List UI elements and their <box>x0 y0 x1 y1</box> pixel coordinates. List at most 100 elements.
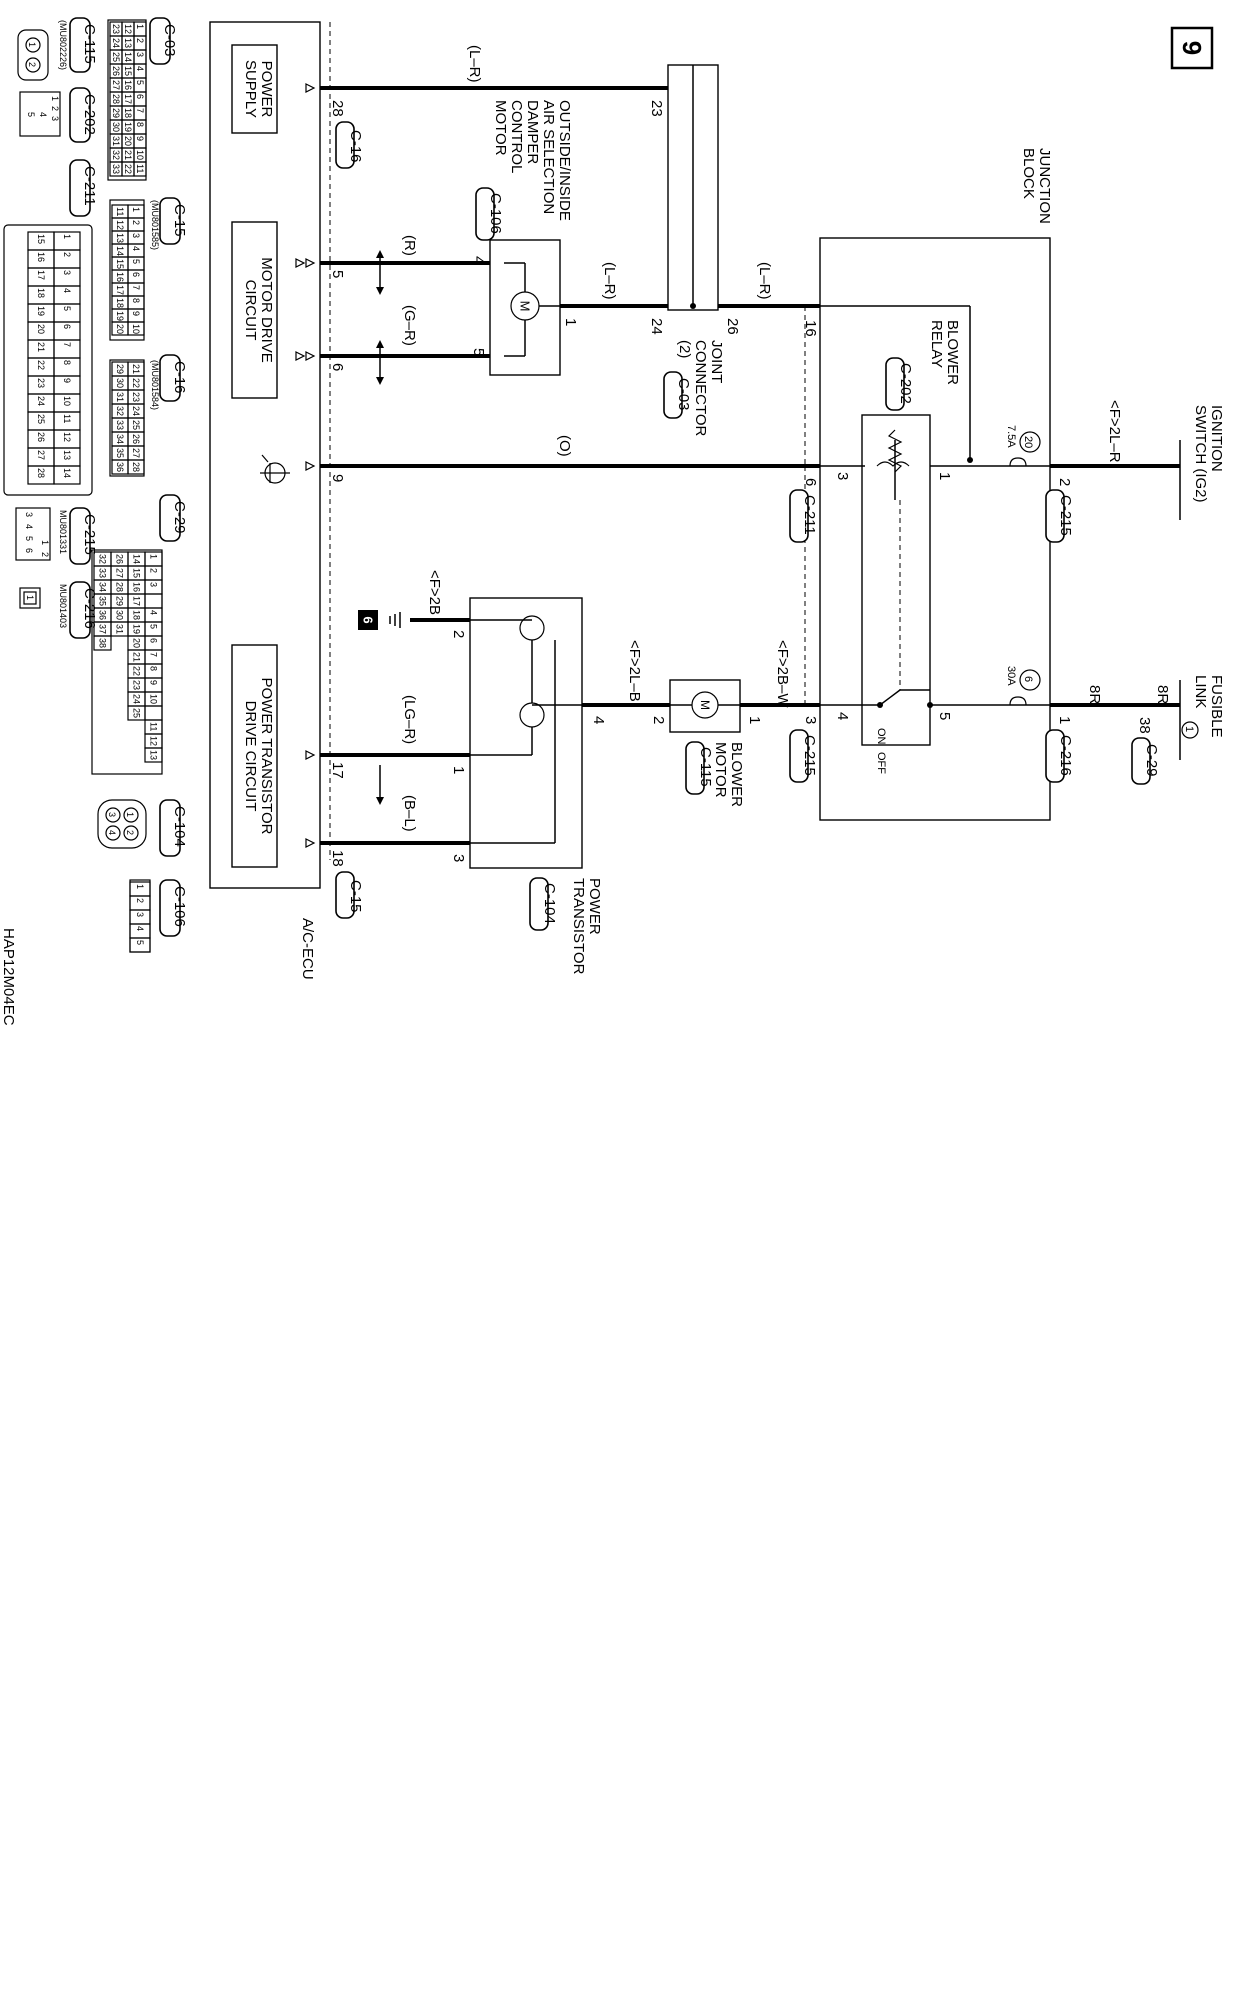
pin-number: 35 <box>115 448 125 458</box>
pin-number: 34 <box>98 582 108 592</box>
pin-number: 15 <box>115 259 125 269</box>
wire-label-l-r-jb: (L–R) <box>756 262 773 300</box>
wire-label-l-r-top: (L–R) <box>466 45 483 83</box>
wire-label-g-r: (G–R) <box>401 305 418 346</box>
cv-c15-tag: C-15 <box>171 204 188 237</box>
pin-17: 17 <box>329 762 346 779</box>
pin-number: 5 <box>135 940 145 945</box>
pin-number: 8 <box>62 360 72 365</box>
pin-number: 3 <box>149 582 159 587</box>
wire-label-f2b-w: <F>2B–W <box>774 640 791 708</box>
fuse-20-amp: 7.5A <box>1005 425 1017 448</box>
relay-pin-1: 1 <box>936 472 953 480</box>
pin-number: 1 <box>62 234 72 239</box>
cv-c104-1: 1 <box>125 812 135 817</box>
cv-c29-tag: C-29 <box>171 501 188 534</box>
jb-label-2: BLOCK <box>1020 148 1037 199</box>
motor-drive-box <box>231 221 278 399</box>
ig-switch-label-1: IGNITION <box>1208 405 1225 472</box>
wire-labels: (L–R) (R) (G–R) (L–R) (L–R) (O) <F>2L–R … <box>401 45 1171 832</box>
cv-c202-tag: C-202 <box>81 94 98 135</box>
ground-symbol: 6 <box>358 610 401 630</box>
power-transistor: 4 2 1 3 POWER TRANSISTOR C-104 <box>450 597 607 975</box>
pin-number: 9 <box>62 378 72 383</box>
pin-number: 11 <box>149 722 159 731</box>
jb-pin-1: 1 <box>1056 716 1073 724</box>
wire-label-f2l-r: <F>2L–R <box>1106 400 1123 463</box>
pin-cell <box>144 705 163 721</box>
joint-pin-26: 26 <box>724 318 741 335</box>
ecu-pins: 28 C-16 5 6 9 17 18 C-15 <box>329 100 364 919</box>
cv-c216-pn: MU801403 <box>58 584 68 628</box>
pin-number: 16 <box>123 80 133 90</box>
tag-c29 <box>1131 737 1151 785</box>
pt-label-1: POWER <box>586 878 603 935</box>
pin-number: 10 <box>135 150 145 160</box>
pin-number: 33 <box>111 164 121 174</box>
pin-number: 4 <box>149 610 159 615</box>
pin-number: 4 <box>135 66 145 71</box>
bm-pin-2: 2 <box>650 716 667 724</box>
jb-pin-2: 2 <box>1056 478 1073 486</box>
pin-number: 22 <box>132 666 142 676</box>
pin-number: 8 <box>149 666 159 671</box>
pin-number: 2 <box>62 252 72 257</box>
pin-cell <box>127 705 146 721</box>
power-supply-line2: SUPPLY <box>242 60 259 118</box>
pin-number: 14 <box>62 468 72 478</box>
motor-drive-line2: CIRCUIT <box>242 280 259 341</box>
wire-label-8r-b: 8R <box>1154 685 1171 704</box>
cv-c211-tag: C-211 <box>81 166 98 206</box>
pin-number: 20 <box>115 324 125 334</box>
pin-number: 27 <box>115 568 125 578</box>
wire-label-f2b: <F>2B <box>426 570 443 615</box>
pin-number: 15 <box>123 66 133 76</box>
jb-label-1: JUNCTION <box>1036 148 1053 224</box>
pin-number: 24 <box>36 396 46 406</box>
pin-number: 5 <box>62 306 72 311</box>
wire-label-l-r-mid: (L–R) <box>601 262 618 300</box>
pin-number: 6 <box>149 638 159 643</box>
cv-c202-2: 2 <box>50 106 60 111</box>
pin-number: 32 <box>115 406 125 416</box>
pin-number: 30 <box>111 122 121 132</box>
pin-number: 28 <box>115 582 125 592</box>
pin-number: 19 <box>123 122 133 132</box>
tag-c106-text: C-106 <box>487 193 504 234</box>
pin-number: 21 <box>132 652 142 662</box>
fuse-20-badge <box>1019 431 1041 453</box>
joint-connector: 23 24 26 JOINT CONNECTOR (2) C-03 <box>648 64 741 437</box>
pin-number: 4 <box>135 926 145 931</box>
pin-cell <box>111 321 129 336</box>
pin-number: 20 <box>36 324 46 334</box>
wire-label-b-l: (B–L) <box>401 795 418 832</box>
tag-c216 <box>1045 729 1065 783</box>
cv-c215-5: 5 <box>24 536 34 541</box>
pin-number: 23 <box>36 378 46 388</box>
tag-c215 <box>1045 489 1065 543</box>
pin-number: 10 <box>131 324 141 334</box>
cv-c202-5: 5 <box>26 112 36 117</box>
pin-number: 26 <box>111 66 121 76</box>
pt-pin-4: 4 <box>590 716 607 724</box>
page-number: 9 <box>1177 41 1207 55</box>
pin-number: 23 <box>131 392 141 402</box>
pin-cell <box>109 161 123 177</box>
cv-c115-pn: (MU802226) <box>58 20 68 70</box>
ground-number: 6 <box>361 616 376 623</box>
tag-c211-text: C-211 <box>801 495 818 535</box>
pin-number: 13 <box>115 233 125 243</box>
pin-number: 1 <box>149 554 159 559</box>
fusible-link-label-2: LINK <box>1192 675 1209 708</box>
diagram-code: HAP12M04EC <box>0 928 17 1026</box>
pin-number: 2 <box>131 220 141 225</box>
pin-number: 17 <box>36 270 46 280</box>
pin-cell <box>144 747 163 763</box>
cv-c104-tag: C-104 <box>171 806 188 847</box>
pin-number: 18 <box>123 108 133 118</box>
fl-pin-38: 38 <box>1136 717 1153 734</box>
pin-number: 24 <box>131 406 141 416</box>
cv-c202-1: 1 <box>50 96 60 101</box>
